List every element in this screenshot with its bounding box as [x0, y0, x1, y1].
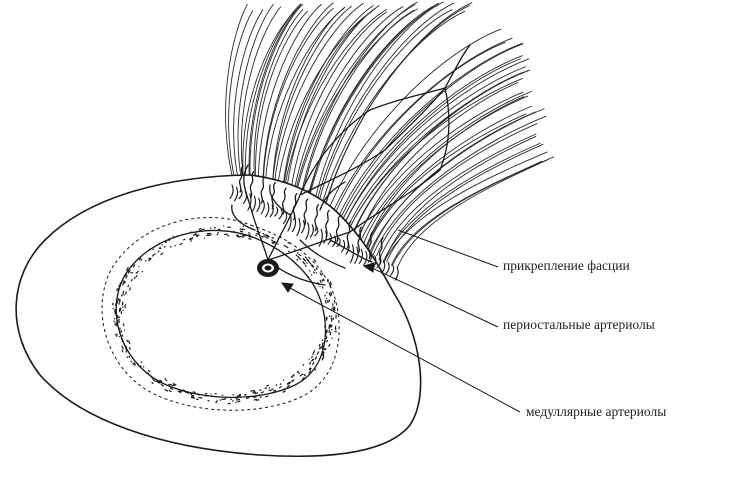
speckle-dot: [233, 231, 234, 232]
speckle-dot: [331, 318, 332, 321]
speckle-dot: [222, 395, 224, 396]
speckle-dot: [326, 298, 327, 299]
speckle-dot: [119, 308, 120, 312]
speckle-dot: [115, 313, 116, 315]
nutrient-vessel: [257, 259, 279, 277]
speckle-dot: [223, 225, 224, 226]
speckle-dot: [216, 400, 218, 401]
label-periosteal-arterioles: периостальные артериолы: [503, 317, 655, 333]
speckle-dot: [241, 236, 243, 237]
speckle-dot: [116, 324, 117, 326]
speckle-dot: [114, 309, 115, 312]
speckle-dot: [124, 330, 125, 331]
fringe-stroke: [395, 267, 398, 280]
speckle-dot: [116, 321, 117, 323]
speckle-dot: [335, 315, 336, 319]
speckle-dot: [220, 399, 222, 400]
speckle-dot: [240, 233, 241, 234]
speckle-dot: [122, 307, 123, 308]
speckle-dot: [235, 402, 236, 403]
speckle-dot: [113, 321, 114, 322]
speckle-dot: [115, 303, 116, 305]
speckle-dot: [119, 321, 120, 322]
speckle-dot: [117, 298, 118, 300]
speckle-dot: [119, 316, 120, 318]
speckle-dot: [326, 317, 327, 318]
speckle-dot: [331, 329, 332, 330]
speckle-dot: [230, 399, 232, 400]
speckle-dot: [214, 227, 216, 228]
arteriole: [385, 88, 445, 150]
speckle-dot: [227, 235, 229, 236]
fringe-stroke: [386, 263, 389, 274]
speckle-dot: [114, 318, 115, 319]
speckle-dot: [228, 403, 231, 404]
speckle-dot: [117, 315, 118, 318]
speckle-dot: [232, 394, 234, 395]
speckle-dot: [227, 227, 231, 228]
speckle-dot: [224, 399, 226, 400]
muscle-fibre: [331, 43, 522, 234]
arteriole: [370, 88, 445, 110]
label-fascia-attachment: прикрепление фасции: [503, 258, 630, 274]
speckle-dot: [224, 234, 228, 235]
muscle-fibre: [393, 157, 554, 265]
fringe-stroke: [391, 265, 394, 275]
speckle-dot: [215, 393, 217, 394]
speckle-dot: [329, 316, 330, 317]
speckle-dot: [239, 396, 241, 397]
muscle-fibre: [272, 6, 352, 208]
speckle-dot: [333, 318, 334, 320]
muscle-fibre: [226, 4, 248, 188]
speckle-dot: [331, 308, 332, 309]
speckle-dot: [118, 319, 119, 320]
speckle-dot: [210, 228, 211, 229]
muscle-fibre: [249, 5, 301, 196]
speckle-dot: [211, 394, 212, 395]
speckle-dot: [217, 232, 219, 233]
speckle-dot: [232, 400, 234, 401]
muscle-fibre: [302, 3, 438, 222]
speckle-dot: [217, 234, 219, 235]
speckle-dot: [113, 308, 114, 309]
speckle-dot: [324, 326, 325, 328]
arteriole: [445, 45, 470, 88]
speckle-dot: [215, 402, 217, 403]
speckle-dot: [218, 229, 221, 230]
speckle-dot: [331, 316, 332, 318]
speckle-dot: [121, 311, 122, 314]
muscle-fibre: [335, 56, 523, 238]
speckle-dot: [243, 226, 244, 227]
muscle-fibre: [391, 161, 541, 265]
leader-fascia: [398, 230, 498, 267]
speckle-dot: [122, 310, 123, 311]
label-medullary-arterioles: медуллярные артериолы: [526, 404, 666, 420]
